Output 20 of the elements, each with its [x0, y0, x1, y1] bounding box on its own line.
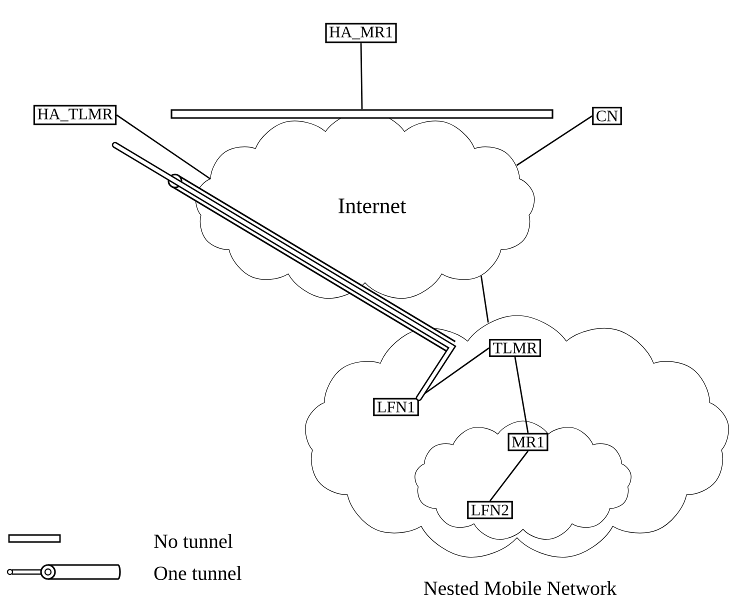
- backbone-bar: [170, 109, 554, 119]
- legend-label: No tunnel: [154, 534, 233, 548]
- connector-line: [116, 114, 210, 180]
- legend-label: One tunnel: [154, 566, 242, 580]
- node-box: MR1: [508, 432, 548, 452]
- node-box: LFN1: [373, 398, 419, 416]
- tunnel-drawing: [112, 142, 456, 402]
- connector-line: [516, 115, 592, 166]
- node-box: TLMR: [488, 338, 542, 358]
- connector-line: [514, 356, 529, 434]
- node-box: CN: [592, 106, 622, 126]
- node-box: HA_MR1: [325, 22, 397, 44]
- connector-line: [489, 450, 529, 502]
- network-cloud: Internet: [195, 110, 535, 299]
- connector-line: [480, 276, 489, 323]
- node-box: LFN2: [467, 500, 513, 520]
- node-label: Nested Mobile Network: [424, 580, 617, 596]
- node-box: HA_TLMR: [33, 104, 117, 126]
- network-cloud: [414, 420, 632, 540]
- connector-line: [360, 43, 363, 110]
